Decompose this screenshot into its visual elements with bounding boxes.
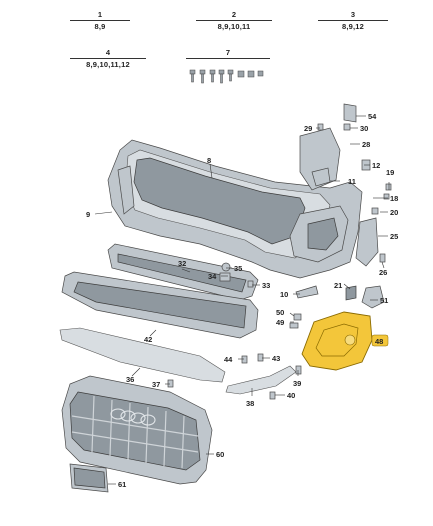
kit-3-number: 3 xyxy=(350,10,356,19)
callout-48-badge xyxy=(371,334,389,347)
callout-32: 32 xyxy=(178,259,186,268)
kit-7-number: 7 xyxy=(225,48,231,57)
fastener-set-7 xyxy=(189,69,264,84)
callout-49: 49 xyxy=(276,318,284,327)
callout-labels: 8 9 10 11 12 18 19 20 21 25 26 28 29 30 … xyxy=(86,112,398,489)
callout-36: 36 xyxy=(126,375,134,384)
impact-absorber-32 xyxy=(107,243,259,301)
callout-43: 43 xyxy=(272,354,280,363)
callout-50: 50 xyxy=(276,308,284,317)
highlighted-grille-insert-48 xyxy=(301,311,373,371)
kit-4-contents: 8,9,10,11,12 xyxy=(86,60,130,69)
callout-8: 8 xyxy=(207,156,211,165)
callout-39: 39 xyxy=(293,379,301,388)
callout-33: 33 xyxy=(262,281,270,290)
callout-54: 54 xyxy=(368,112,377,121)
bumper-cover xyxy=(107,139,363,279)
callout-37: 37 xyxy=(152,380,160,389)
kit-4-header: 4 8,9,10,11,12 xyxy=(70,48,146,69)
carrier-42 xyxy=(61,271,259,339)
plate-bracket-61 xyxy=(69,463,109,493)
callout-19: 19 xyxy=(386,168,394,177)
kit-4-number: 4 xyxy=(105,48,111,57)
radiator-grille-60 xyxy=(61,375,213,485)
callout-44: 44 xyxy=(224,355,233,364)
callout-30: 30 xyxy=(360,124,368,133)
callout-60: 60 xyxy=(216,450,224,459)
callout-42: 42 xyxy=(144,335,152,344)
kit-1-contents: 8,9 xyxy=(94,22,106,31)
callout-61: 61 xyxy=(118,480,126,489)
callout-21: 21 xyxy=(334,281,342,290)
brand-rings xyxy=(110,408,156,426)
callout-38: 38 xyxy=(246,399,254,408)
kit-7-header: 7 xyxy=(186,48,270,60)
callout-9: 9 xyxy=(86,210,90,219)
kit-2-header: 2 8,9,10,11 xyxy=(196,10,272,31)
spoiler-36 xyxy=(59,327,226,383)
callout-12: 12 xyxy=(372,161,380,170)
callout-29: 29 xyxy=(304,124,312,133)
callout-11: 11 xyxy=(348,177,356,186)
callout-10: 10 xyxy=(280,290,288,299)
kit-1-number: 1 xyxy=(97,10,103,19)
callout-34: 34 xyxy=(208,272,217,281)
callout-26: 26 xyxy=(379,268,387,277)
callout-35: 35 xyxy=(234,264,242,273)
callout-18: 18 xyxy=(390,194,398,203)
trim-38 xyxy=(225,365,297,395)
kit-2-contents: 8,9,10,11 xyxy=(217,22,251,31)
kit-1-header: 1 8,9 xyxy=(70,10,130,31)
callout-28: 28 xyxy=(362,140,370,149)
callout-51: 51 xyxy=(380,296,388,305)
kit-3-contents: 8,9,12 xyxy=(341,22,365,31)
callout-48: 48 xyxy=(375,337,383,346)
kit-3-header: 3 8,9,12 xyxy=(318,10,388,31)
small-fasteners xyxy=(167,262,319,400)
callout-40: 40 xyxy=(287,391,295,400)
kit-2-number: 2 xyxy=(231,10,237,19)
callout-20: 20 xyxy=(390,208,398,217)
callout-25: 25 xyxy=(390,232,398,241)
